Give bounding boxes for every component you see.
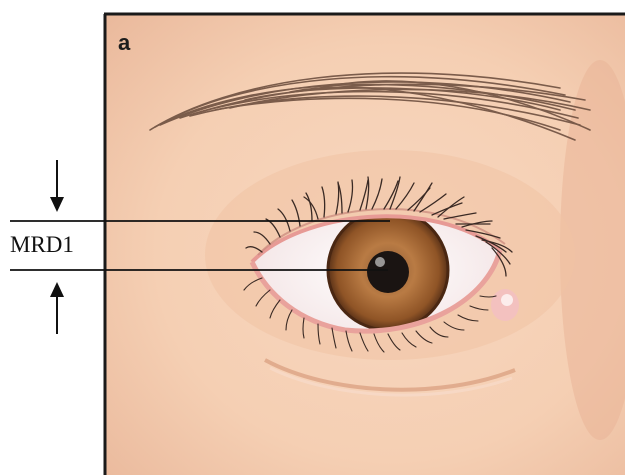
mrd1-label: MRD1 (10, 232, 74, 258)
arrow-up-icon (50, 282, 64, 334)
panel-label: a (118, 30, 130, 56)
arrow-down-icon (50, 160, 64, 212)
pupil (367, 251, 409, 293)
